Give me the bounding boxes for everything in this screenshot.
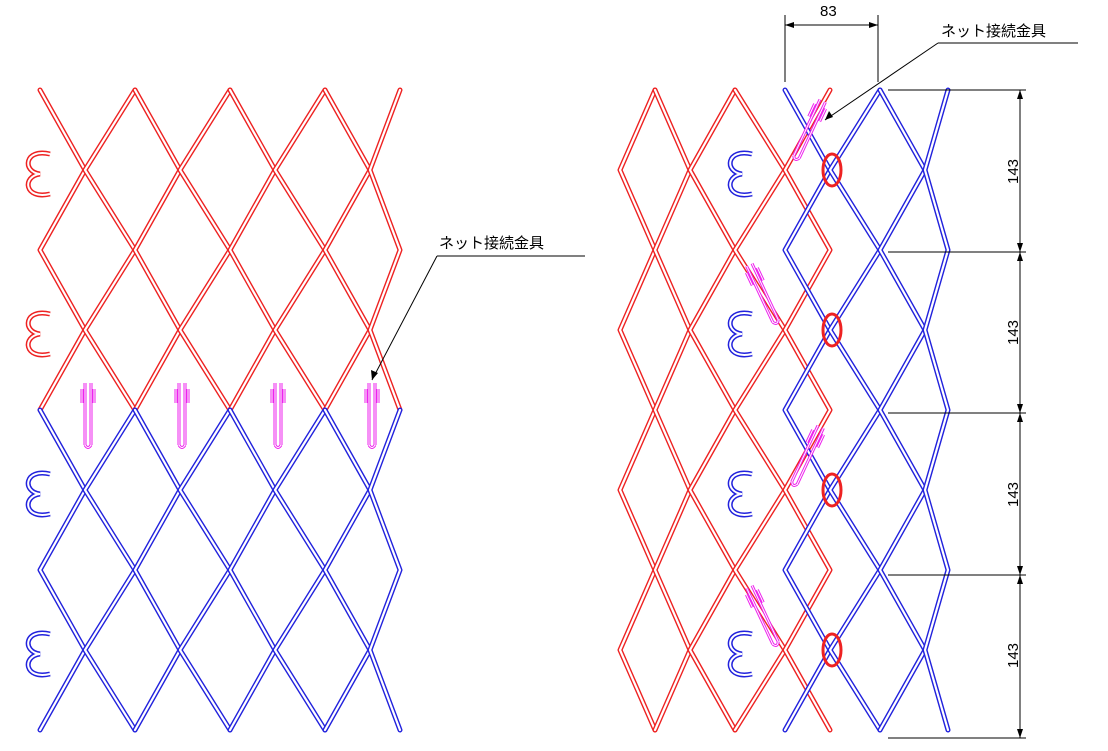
width-dimension-label: 83 [820, 3, 837, 20]
left-blue-wire-8 [367, 407, 403, 733]
right-blue-hook-3 [727, 470, 753, 518]
right-blue-wire-2 [827, 87, 883, 733]
left-blue-wire-7 [322, 407, 373, 733]
right-fitting-4 [745, 584, 780, 647]
leader-line-right [824, 42, 939, 121]
leader-arrow-right [825, 111, 833, 120]
left-net-panel [25, 87, 403, 733]
left-fitting-3 [270, 383, 286, 449]
left-red-wire-5 [227, 87, 278, 413]
right-red-loop-2 [821, 312, 843, 348]
right-blue-wire-1 [782, 87, 833, 733]
width-dimension-line [784, 15, 879, 82]
left-red-wire-6 [272, 87, 328, 413]
left-blue-wire-1 [37, 407, 88, 733]
left-edge-hook-1 [25, 150, 51, 198]
left-red-wire-4 [177, 87, 233, 413]
left-red-wire-8 [367, 87, 403, 413]
leader-arrow-left [371, 370, 378, 380]
right-blue-hook-4 [727, 630, 753, 678]
fitting-label-right: ネット接続金具 [941, 22, 1047, 40]
left-fitting-4 [364, 383, 380, 449]
left-blue-wire-4 [177, 407, 233, 733]
right-blue-wire-4 [922, 87, 951, 733]
height-dimension-label-4: 143 [1005, 642, 1023, 669]
right-red-loop-4 [821, 632, 843, 668]
left-blue-wire-2 [82, 407, 138, 733]
height-dimension-label-1: 143 [1005, 158, 1023, 185]
left-blue-wire-5 [227, 407, 278, 733]
left-red-wire-7 [322, 87, 373, 413]
right-blue-hook-2 [727, 310, 753, 358]
right-fitting-2 [745, 262, 780, 325]
right-fitting-1 [792, 98, 827, 161]
left-edge-hook-3 [25, 470, 51, 518]
left-fitting-2 [174, 383, 190, 449]
left-red-wire-3 [132, 87, 183, 413]
fitting-label-left: ネット接続金具 [439, 234, 545, 252]
right-red-wire-2 [652, 87, 693, 733]
left-edge-hook-4 [25, 630, 51, 678]
right-red-loop-3 [821, 472, 843, 508]
left-edge-hook-2 [25, 310, 51, 358]
right-fitting-3 [790, 424, 825, 487]
left-red-wire-2 [82, 87, 138, 413]
right-blue-wire-3 [877, 87, 928, 733]
left-red-wire-1 [37, 87, 88, 413]
height-dimension-label-2: 143 [1005, 319, 1023, 346]
left-blue-wire-6 [272, 407, 328, 733]
right-net-panel [617, 87, 951, 733]
annotations [371, 15, 1078, 739]
right-red-wire-5 [782, 87, 833, 733]
right-blue-hook-1 [727, 150, 753, 198]
left-blue-wire-3 [132, 407, 183, 733]
right-red-loop-1 [821, 152, 843, 188]
leader-line-left [371, 255, 438, 381]
height-dimension-label-3: 143 [1005, 481, 1023, 508]
right-red-wire-1 [617, 87, 658, 733]
left-fitting-1 [80, 383, 96, 449]
